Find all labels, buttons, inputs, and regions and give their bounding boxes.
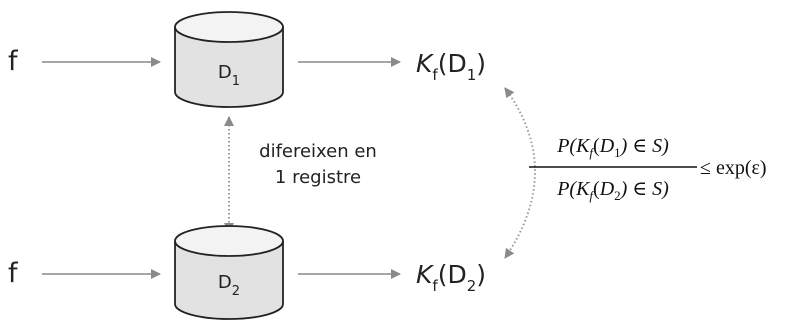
database-bottom-label: D2 xyxy=(218,272,240,299)
bottom-input-label: f xyxy=(8,258,19,289)
top-output-k-subscript: f xyxy=(432,66,438,84)
database-top-subscript: 1 xyxy=(232,74,240,89)
database-top-cylinder: D1 xyxy=(174,11,284,108)
difference-note-line2: 1 registre xyxy=(275,167,361,188)
privacy-formula: P(Kf(D1) ∈ S) P(Kf(D2) ∈ S) ≤ exp(ε) xyxy=(529,135,767,203)
formula-denominator: P(Kf(D2) ∈ S) xyxy=(556,178,669,203)
output-comparison-curve xyxy=(504,87,536,259)
difference-note-line1: difereixen en xyxy=(259,141,377,162)
bottom-output-label: Kf(D2) xyxy=(416,260,486,295)
formula-rhs: ≤ exp(ε) xyxy=(700,157,767,179)
database-bottom-cylinder: D2 xyxy=(174,225,284,320)
formula-numerator: P(Kf(D1) ∈ S) xyxy=(556,135,669,160)
database-top-label: D1 xyxy=(218,62,240,89)
bottom-output-k-subscript: f xyxy=(432,277,438,295)
top-input-label: f xyxy=(8,46,19,77)
database-bottom-subscript: 2 xyxy=(232,284,240,299)
top-output-label: Kf(D1) xyxy=(416,49,486,84)
bottom-output-d-subscript: 2 xyxy=(467,277,477,295)
top-output-d-subscript: 1 xyxy=(467,66,477,84)
